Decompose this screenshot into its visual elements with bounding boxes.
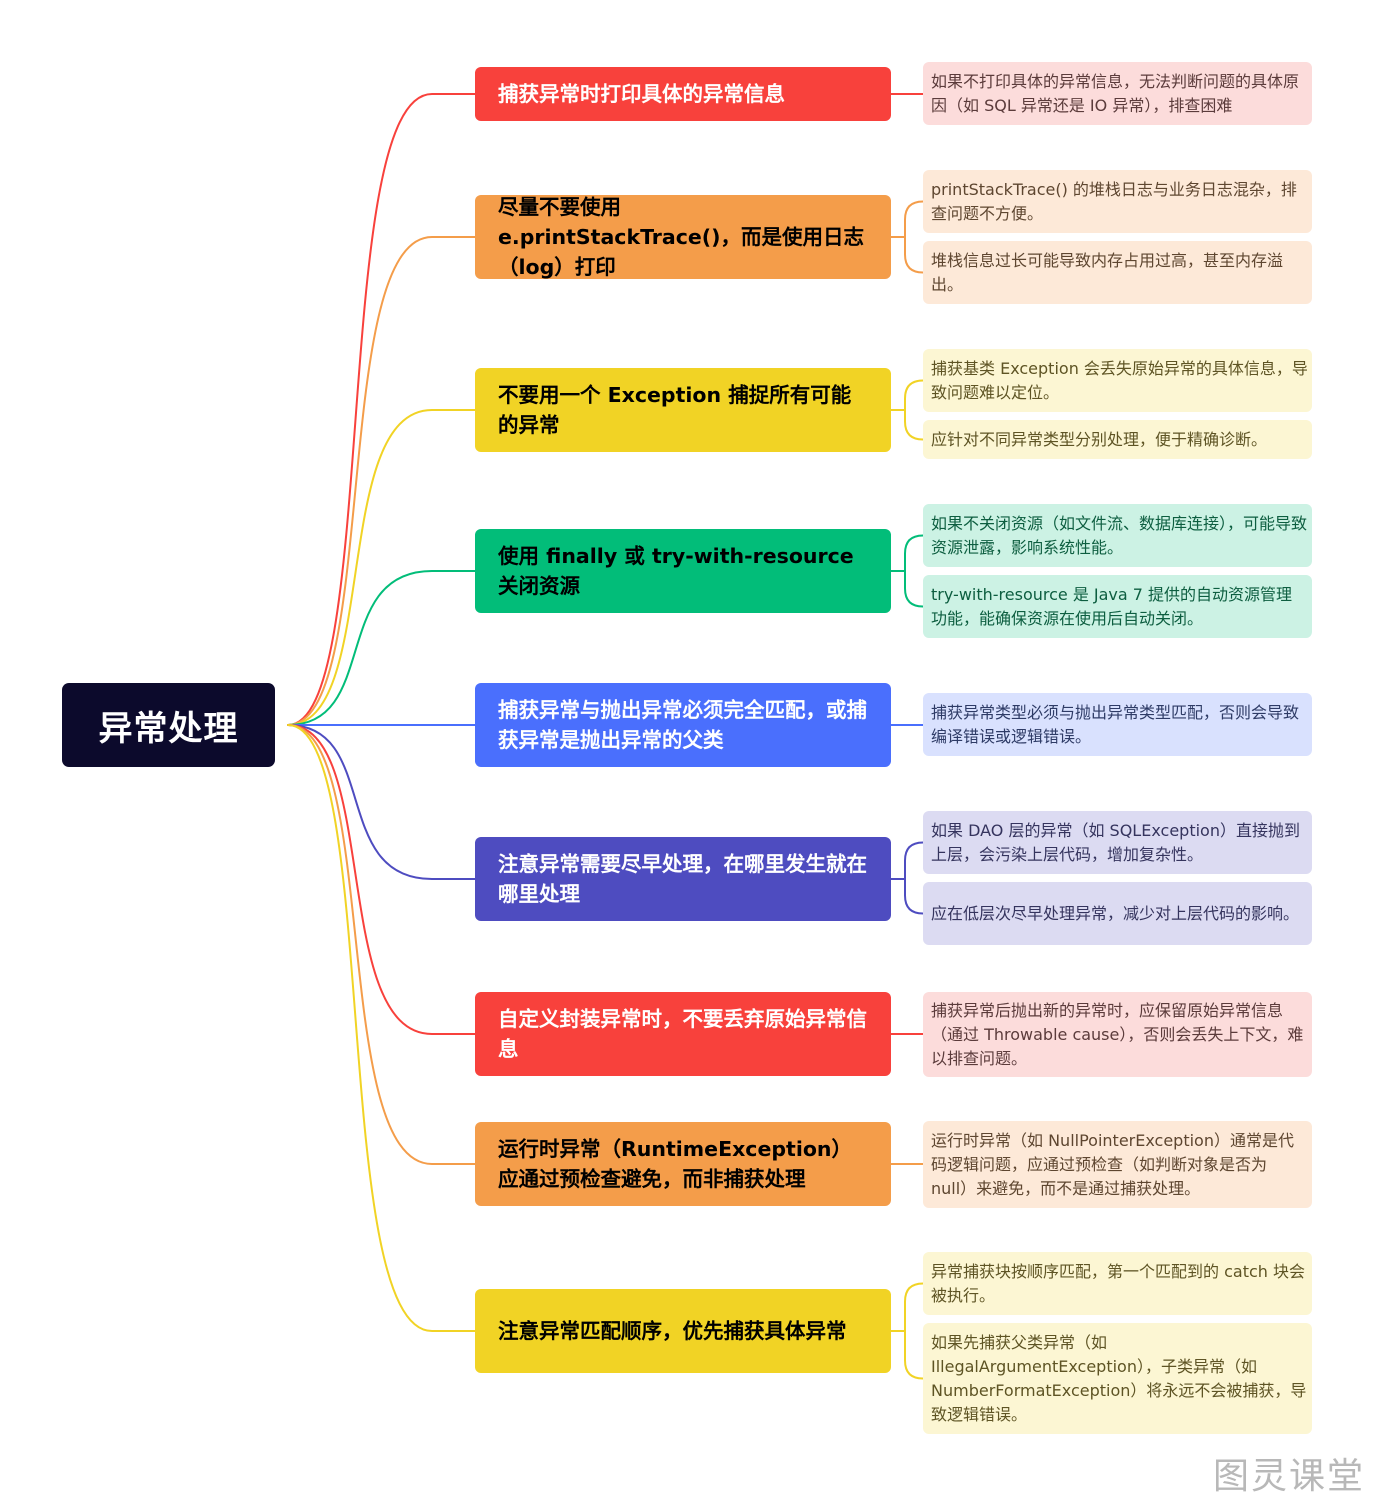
note-dao-pollution[interactable]: 如果 DAO 层的异常（如 SQLException）直接抛到上层，会污染上层代…	[923, 811, 1312, 874]
note-stacktrace-mixed-logs[interactable]: printStackTrace() 的堆栈日志与业务日志混杂，排查问题不方便。	[923, 170, 1312, 233]
note-resource-leak[interactable]: 如果不关闭资源（如文件流、数据库连接），可能导致资源泄露，影响系统性能。	[923, 504, 1312, 567]
note-catch-sequential[interactable]: 异常捕获块按顺序匹配，第一个匹配到的 catch 块会被执行。	[923, 1252, 1312, 1315]
topic-exception-type-match[interactable]: 捕获异常与抛出异常必须完全匹配，或捕获异常是抛出异常的父类	[475, 683, 891, 767]
note-handle-low-level[interactable]: 应在低层次尽早处理异常，减少对上层代码的影响。	[923, 882, 1312, 945]
note-type-must-match[interactable]: 捕获异常类型必须与抛出异常类型匹配，否则会导致编译错误或逻辑错误。	[923, 693, 1312, 756]
topic-keep-original-cause[interactable]: 自定义封装异常时，不要丢弃原始异常信息	[475, 992, 891, 1076]
note-runtime-logic[interactable]: 运行时异常（如 NullPointerException）通常是代码逻辑问题，应…	[923, 1121, 1312, 1208]
topic-print-exception-info[interactable]: 捕获异常时打印具体的异常信息	[475, 67, 891, 121]
topic-runtime-precheck[interactable]: 运行时异常（RuntimeException）应通过预检查避免，而非捕获处理	[475, 1122, 891, 1206]
root-node[interactable]: 异常处理	[62, 683, 275, 767]
watermark-logo: 图灵课堂	[1213, 1456, 1366, 1497]
topic-catch-order[interactable]: 注意异常匹配顺序，优先捕获具体异常	[475, 1289, 891, 1373]
topic-no-catch-all-exception[interactable]: 不要用一个 Exception 捕捉所有可能的异常	[475, 368, 891, 452]
topic-avoid-printstacktrace[interactable]: 尽量不要使用 e.printStackTrace()，而是使用日志（log）打印	[475, 195, 891, 279]
topic-handle-early[interactable]: 注意异常需要尽早处理，在哪里发生就在哪里处理	[475, 837, 891, 921]
topic-close-resources[interactable]: 使用 finally 或 try-with-resource 关闭资源	[475, 529, 891, 613]
note-try-with-resource[interactable]: try-with-resource 是 Java 7 提供的自动资源管理功能，能…	[923, 575, 1312, 638]
note-print-info-reason[interactable]: 如果不打印具体的异常信息，无法判断问题的具体原因（如 SQL 异常还是 IO 异…	[923, 62, 1312, 125]
note-handle-types-separately[interactable]: 应针对不同异常类型分别处理，便于精确诊断。	[923, 420, 1312, 459]
note-stacktrace-memory[interactable]: 堆栈信息过长可能导致内存占用过高，甚至内存溢出。	[923, 241, 1312, 304]
note-preserve-cause[interactable]: 捕获异常后抛出新的异常时，应保留原始异常信息（通过 Throwable caus…	[923, 992, 1312, 1077]
note-parent-first-bug[interactable]: 如果先捕获父类异常（如 IllegalArgumentException），子类…	[923, 1323, 1312, 1434]
note-base-exception-loses-info[interactable]: 捕获基类 Exception 会丢失原始异常的具体信息，导致问题难以定位。	[923, 349, 1312, 412]
